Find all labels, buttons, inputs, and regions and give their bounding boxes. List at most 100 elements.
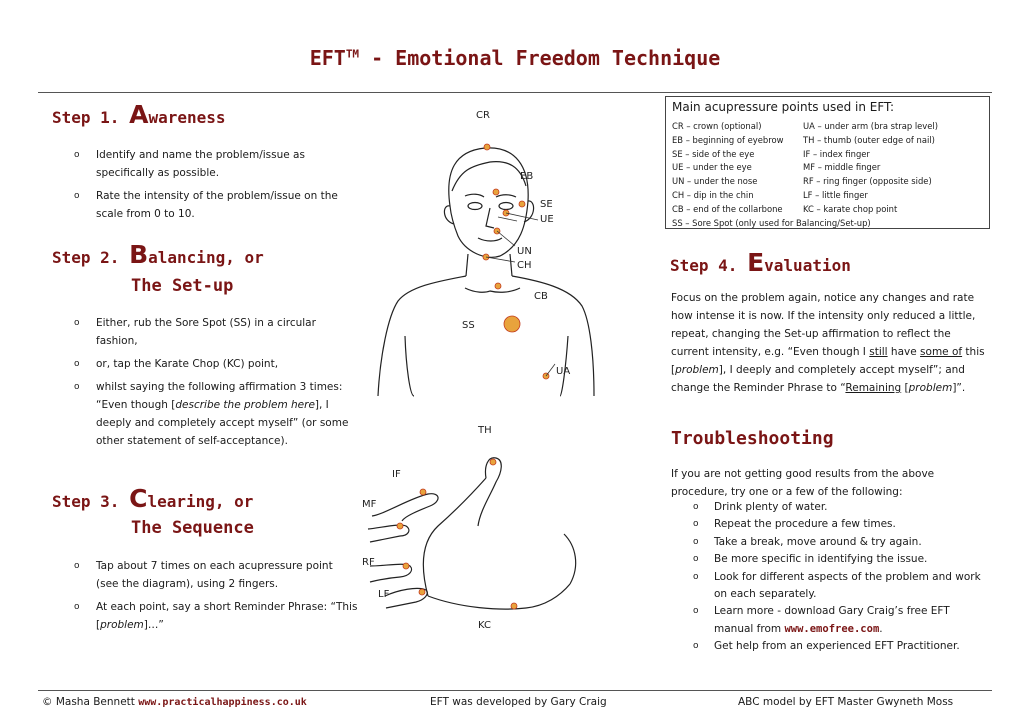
step3-prefix: Step 3.	[52, 492, 120, 511]
troubleshooting-item: Learn more - download Gary Craig’s free …	[671, 603, 989, 638]
point-cell: LF – little finger	[803, 189, 868, 200]
label-mf: MF	[362, 499, 377, 510]
reminder-text-end: ]…”	[143, 619, 164, 631]
label-kc: KC	[478, 620, 491, 631]
step4-letter: E	[747, 248, 765, 277]
label-cr: CR	[476, 110, 490, 121]
label-se: SE	[540, 199, 553, 210]
step2-prefix: Step 2.	[52, 248, 120, 267]
troubleshooting-intro: If you are not getting good results from…	[671, 468, 935, 498]
title-eft: EFT	[309, 46, 346, 70]
step2-subheading: The Set-up	[131, 276, 234, 296]
step4-underline: still	[869, 346, 888, 358]
step1-prefix: Step 1.	[52, 108, 120, 127]
point-cell: UE – under the eye	[672, 162, 752, 173]
step1-bullet: Identify and name the problem/issue as s…	[68, 146, 358, 182]
reminder-text: At each point, say a short Reminder Phra…	[96, 601, 358, 631]
step4-text: “Even though I	[787, 346, 870, 358]
point-cell: TH – thumb (outer edge of nail)	[803, 134, 935, 145]
troubleshooting-item: Look for different aspects of the proble…	[671, 569, 989, 604]
step3-heading: Step 3. Clearing, or	[52, 484, 253, 513]
point-cell: CR – crown (optional)	[672, 121, 762, 131]
label-ue: UE	[540, 214, 554, 225]
acupressure-diagram: CR EB SE UE UN CH CB SS UA TH IF MF RF L…	[362, 110, 595, 631]
point-cb-dot	[494, 282, 502, 290]
label-ch: CH	[517, 260, 532, 271]
point-eb-dot	[492, 188, 500, 196]
points-box-title: Main acupressure points used in EFT:	[672, 100, 895, 114]
point-cell: IF – index finger	[803, 148, 870, 159]
point-mf-dot	[396, 522, 404, 530]
bottom-divider	[38, 690, 992, 691]
point-cell: CH – dip in the chin	[672, 189, 754, 200]
point-ss-dot	[503, 315, 521, 333]
step4-underline: Remaining	[845, 382, 902, 394]
point-cell: KC – karate chop point	[803, 203, 898, 214]
step2-bullet: whilst saying the following affirmation …	[68, 378, 358, 450]
step2-bullet: or, tap the Karate Chop (KC) point,	[68, 355, 358, 373]
step4-text: have	[887, 346, 921, 358]
step4-underline: some of	[920, 346, 963, 358]
practicalhappiness-link[interactable]: www.practicalhappiness.co.uk	[138, 697, 307, 708]
points-table: CR – crown (optional) UA – under arm (bra…	[672, 120, 938, 230]
affirmation-placeholder: describe the problem here	[175, 399, 315, 411]
point-rf-dot	[402, 562, 410, 570]
point-cr-dot	[483, 143, 491, 151]
point-th-dot	[489, 458, 497, 466]
label-if: IF	[392, 469, 401, 480]
points-row: UE – under the eye MF – middle finger	[672, 161, 938, 175]
step2-word: alancing, or	[148, 248, 264, 267]
label-eb: EB	[520, 171, 533, 182]
title-rest: - Emotional Freedom Technique	[359, 46, 721, 70]
step1-list: Identify and name the problem/issue as s…	[68, 146, 358, 228]
step4-text: [	[901, 382, 909, 394]
point-cell: UA – under arm (bra strap level)	[803, 121, 939, 131]
step1-word: wareness	[148, 108, 226, 127]
step2-letter: B	[129, 240, 149, 269]
point-cell: RF – ring finger (opposite side)	[803, 176, 932, 187]
point-cell: MF – middle finger	[803, 162, 881, 173]
step4-heading: Step 4. Evaluation	[670, 248, 851, 277]
step1-bullet: Rate the intensity of the problem/issue …	[68, 187, 358, 223]
emofree-link[interactable]: www.emofree.com	[784, 622, 880, 635]
point-cell: SS – Sore Spot (only used for Balancing/…	[672, 217, 871, 228]
label-cb: CB	[534, 291, 548, 302]
label-th: TH	[477, 425, 492, 436]
label-rf: RF	[362, 557, 375, 568]
point-if-dot	[419, 488, 427, 496]
troubleshooting-item: Drink plenty of water.	[671, 499, 989, 517]
affirmation-text: whilst saying the following affirmation …	[96, 381, 343, 411]
troubleshooting-item: Be more specific in identifying the issu…	[671, 551, 989, 569]
label-ss: SS	[462, 320, 475, 331]
step4-placeholder: problem	[675, 364, 719, 376]
footer-copyright: © Masha Bennett www.practicalhappiness.c…	[42, 696, 307, 708]
points-row: CR – crown (optional) UA – under arm (bra…	[672, 120, 938, 134]
troubleshooting-item: Repeat the procedure a few times.	[671, 516, 989, 534]
label-ua: UA	[556, 366, 570, 377]
label-un: UN	[517, 246, 532, 257]
page-title: EFTTM - Emotional Freedom Technique	[0, 46, 1030, 70]
step4-text: ]”.	[952, 382, 966, 394]
step4-text: Focus on the problem again, notice any c…	[671, 292, 976, 358]
step3-bullet: At each point, say a short Reminder Phra…	[68, 598, 358, 634]
step4-paragraph: Focus on the problem again, notice any c…	[671, 289, 989, 397]
learn-more-end: .	[879, 622, 883, 635]
step4-text: ], I deeply and completely accept myself…	[671, 364, 965, 394]
step3-word: learing, or	[147, 492, 254, 511]
step3-bullet: Tap about 7 times on each acupressure po…	[68, 557, 358, 593]
troubleshooting-item: Take a break, move around & try again.	[671, 534, 989, 552]
affirmation-text-end: ], I deeply and completely accept myself…	[96, 399, 349, 447]
label-lf: LF	[378, 589, 390, 600]
step3-list: Tap about 7 times on each acupressure po…	[68, 557, 358, 639]
point-cell: CB – end of the collarbone	[672, 203, 783, 214]
copyright-text: © Masha Bennett	[42, 696, 135, 708]
point-cell: SE – side of the eye	[672, 148, 755, 159]
step4-placeholder: problem	[908, 382, 953, 394]
point-cell: EB – beginning of eyebrow	[672, 134, 784, 145]
points-row: EB – beginning of eyebrow TH – thumb (out…	[672, 134, 938, 148]
step3-letter: C	[129, 484, 148, 513]
learn-more-text: Learn more - download Gary Craig’s free …	[714, 605, 950, 635]
point-se-dot	[518, 200, 526, 208]
step2-heading: Step 2. Balancing, or	[52, 240, 264, 269]
